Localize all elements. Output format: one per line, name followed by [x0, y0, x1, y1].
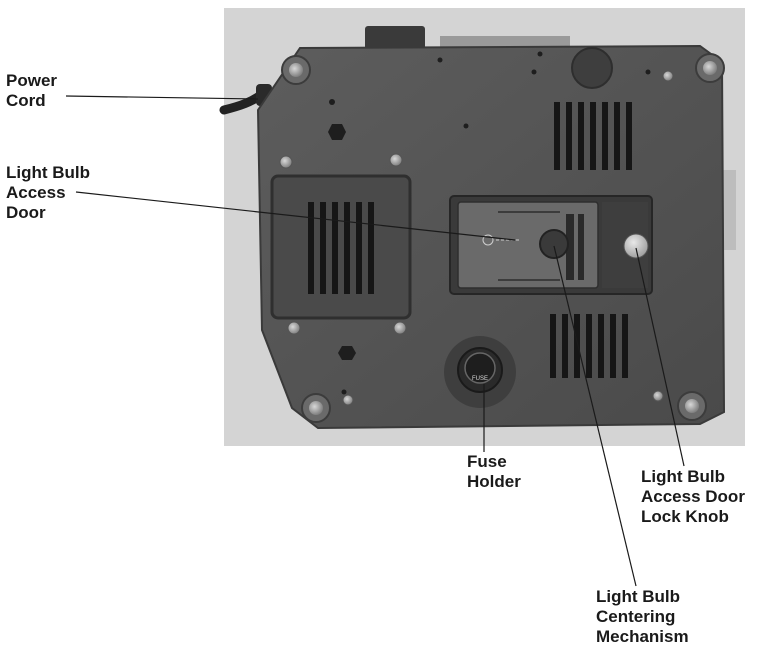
fuse-holder: FUSE: [444, 336, 516, 408]
left-vent-box: [270, 174, 412, 320]
fuse-engraving: FUSE: [472, 376, 488, 382]
centering-label: Light Bulb Centering Mechanism: [596, 587, 689, 646]
left-vent-slots: [308, 202, 374, 294]
bulb-door-label: Light Bulb Access Door: [6, 163, 91, 222]
lock-knob-label: Light Bulb Access Door Lock Knob: [641, 467, 745, 526]
rubber-feet: [281, 53, 725, 423]
bulb-access-door: [457, 201, 599, 289]
top-switch: [365, 26, 425, 52]
power-cord-label: Power Cord: [6, 71, 58, 110]
fuse-holder-label: Fuse Holder: [467, 452, 521, 491]
centering-knob: [539, 229, 569, 259]
upper-vent-slots: [554, 102, 632, 170]
lock-knob: [623, 233, 649, 259]
